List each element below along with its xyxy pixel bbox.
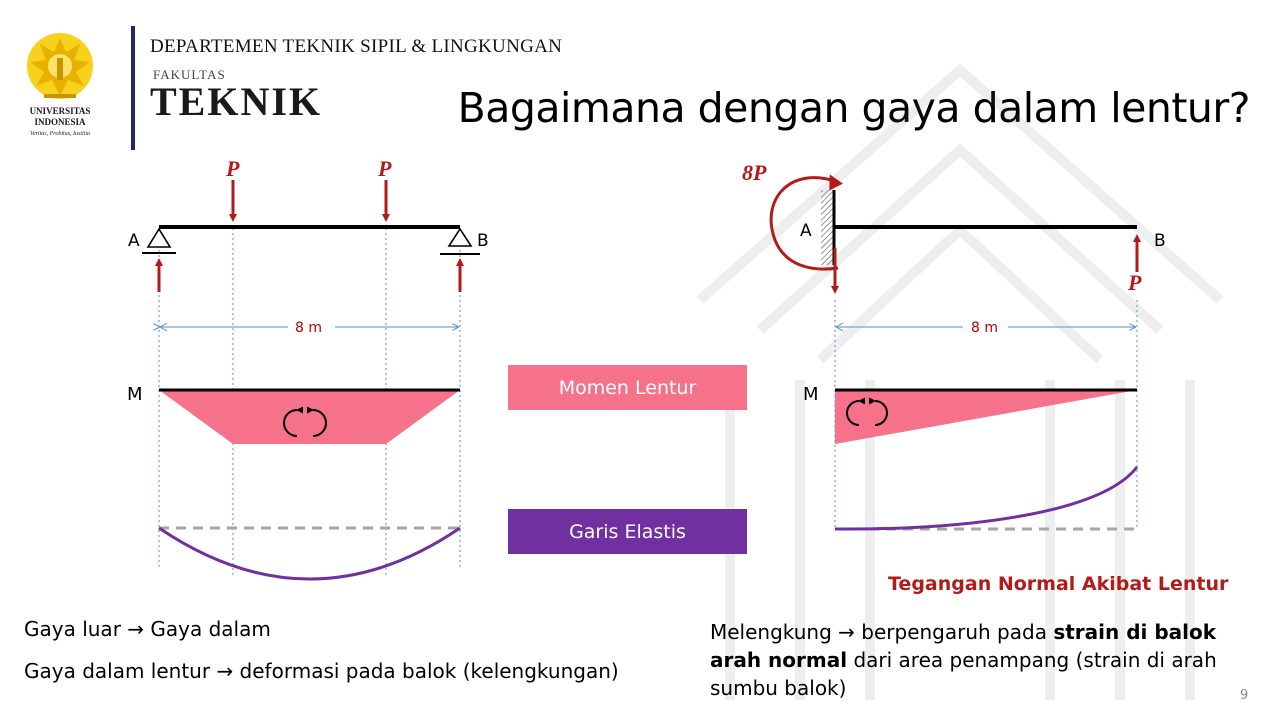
right-moment-m-label: M — [803, 384, 819, 405]
right-moment-arrow — [769, 176, 839, 271]
left-text-line1: Gaya luar → Gaya dalam — [24, 617, 271, 641]
logo-line1: UNIVERSITAS — [29, 106, 91, 116]
left-load-2-label: P — [377, 156, 392, 181]
building-watermark — [696, 63, 1224, 700]
right-curvature-icon — [846, 397, 888, 426]
garis-elastis-label: Garis Elastis — [508, 509, 747, 554]
right-moment-diagram — [835, 390, 1137, 444]
logo-line2: INDONESIA — [34, 117, 86, 127]
left-label-b: B — [477, 231, 489, 251]
right-label-b: B — [1154, 231, 1166, 251]
faculty-big: TEKNIK — [150, 79, 323, 124]
left-label-a: A — [128, 231, 140, 251]
left-text-line2: Gaya dalam lentur → deformasi pada balok… — [24, 659, 619, 683]
right-paragraph: Melengkung → berpengaruh pada strain di … — [710, 618, 1250, 702]
left-moment-diagram — [159, 390, 460, 444]
right-text-bold: strain di balok arah normal — [710, 620, 1217, 672]
left-span-label: 8 m — [295, 320, 322, 336]
logo-motto: Veritas, Probitas, Iustitia — [29, 131, 91, 137]
right-span-label: 8 m — [971, 320, 998, 336]
left-pin-support-icon — [146, 227, 172, 248]
right-text-part1: Melengkung → berpengaruh pada — [710, 620, 1054, 644]
right-label-a: A — [800, 221, 812, 241]
right-text-part2: dari area penampang (strain di arah sumb… — [710, 648, 1217, 700]
slide-title: Bagaimana dengan gaya dalam lentur? — [457, 84, 1251, 132]
makara-logo-icon — [27, 33, 93, 99]
department-name: DEPARTEMEN TEKNIK SIPIL & LINGKUNGAN — [150, 36, 563, 57]
left-beam-diagram: P P A B 8 m M — [127, 156, 489, 581]
right-beam-diagram: 8P P A B 8 m M — [742, 160, 1166, 531]
page-number: 9 — [1240, 688, 1249, 703]
faculty-small: FAKULTAS — [153, 67, 226, 82]
left-guides — [158, 228, 461, 575]
right-elastic-curve — [834, 466, 1139, 531]
header-divider — [131, 26, 135, 150]
right-load-label: P — [1127, 270, 1142, 295]
left-load-1-label: P — [225, 156, 240, 181]
right-heading: Tegangan Normal Akibat Lentur — [888, 573, 1229, 595]
right-fixed-support-icon — [821, 190, 834, 265]
left-elastic-curve — [158, 526, 461, 581]
left-roller-support-icon — [447, 227, 473, 247]
left-curvature-icon — [283, 406, 327, 437]
right-moment-label: 8P — [742, 160, 767, 185]
momen-lentur-label: Momen Lentur — [508, 365, 747, 410]
university-logo: UNIVERSITAS INDONESIA Veritas, Probitas,… — [22, 30, 98, 148]
left-moment-label: M — [127, 384, 143, 405]
